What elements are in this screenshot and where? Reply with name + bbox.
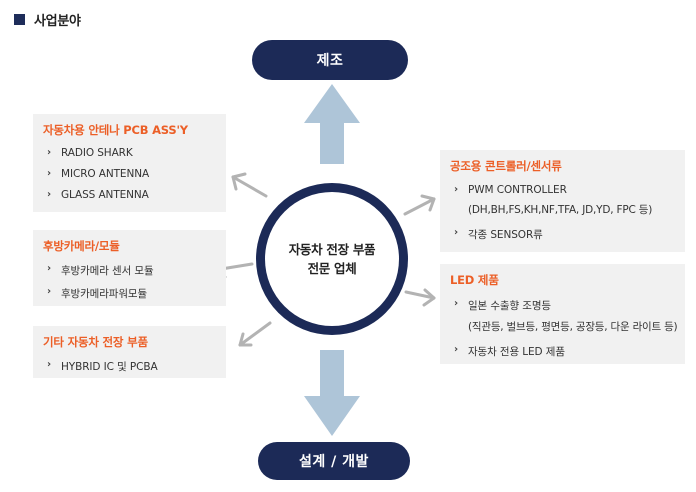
list-item: › 일본 수출향 조명등 xyxy=(450,298,675,313)
list-item-label: 일본 수출향 조명등 xyxy=(468,300,551,312)
list-item: › 자동차 전용 LED 제품 xyxy=(450,344,675,359)
list-item-label: RADIO SHARK xyxy=(61,147,133,159)
arrow-upper-right-icon xyxy=(403,194,436,216)
antenna-box: 자동차용 안테나 PCB ASS'Y › RADIO SHARK › MICRO… xyxy=(33,114,226,212)
center-line-2: 전문 업체 xyxy=(307,261,357,276)
center-inner: 자동차 전장 부품 전문 업체 xyxy=(265,192,399,326)
bullet-icon: › xyxy=(454,344,459,355)
list-item-label: 자동차 전용 LED 제품 xyxy=(468,346,565,358)
arrow-upper-left-icon xyxy=(231,172,268,198)
list-item: › PWM CONTROLLER xyxy=(450,184,675,196)
arrow-right-icon xyxy=(404,288,436,307)
section-header: 사업분야 xyxy=(14,10,81,29)
list-item-label: GLASS ANTENNA xyxy=(61,189,149,201)
bullet-icon: › xyxy=(454,227,459,238)
list-item-label: HYBRID IC 및 PCBA xyxy=(61,361,158,373)
led-box: LED 제품 › 일본 수출향 조명등 (직관등, 벌브등, 평면등, 공장등,… xyxy=(440,264,685,364)
list-item-detail: (직관등, 벌브등, 평면등, 공장등, 다운 라이트 등) xyxy=(468,321,678,333)
list-item: › 각종 SENSOR류 xyxy=(450,227,675,242)
camera-box: 후방카메라/모듈 › 후방카메라 센서 모듈 › 후방카메라파워모듈 xyxy=(33,230,226,306)
list-item: › RADIO SHARK xyxy=(43,147,216,159)
etc-parts-box-title: 기타 자동차 전장 부품 xyxy=(43,335,148,349)
center-line-1: 자동차 전장 부품 xyxy=(288,242,376,257)
list-item: › GLASS ANTENNA xyxy=(43,189,216,201)
section-title: 사업분야 xyxy=(34,13,81,29)
list-item-label: PWM CONTROLLER xyxy=(468,184,567,196)
list-item: › MICRO ANTENNA xyxy=(43,168,216,180)
list-item: › 후방카메라파워모듈 xyxy=(43,286,216,301)
up-arrow-icon xyxy=(304,84,360,164)
bullet-icon: › xyxy=(454,184,459,195)
square-icon xyxy=(14,13,25,25)
list-item: › 후방카메라 센서 모듈 xyxy=(43,263,216,278)
bullet-icon: › xyxy=(47,168,52,179)
list-item-label: MICRO ANTENNA xyxy=(61,168,150,180)
manufacturing-pill: 제조 xyxy=(252,40,408,80)
antenna-box-title: 자동차용 안테나 PCB ASS'Y xyxy=(43,123,188,137)
arrow-lower-left-icon xyxy=(238,321,272,347)
bullet-icon: › xyxy=(47,359,52,370)
bullet-icon: › xyxy=(47,147,52,158)
design-development-label: 설계 / 개발 xyxy=(299,454,369,470)
bullet-icon: › xyxy=(47,286,52,297)
bullet-icon: › xyxy=(47,263,52,274)
down-arrow-icon xyxy=(304,350,360,436)
controller-box-title: 공조용 콘트롤러/센서류 xyxy=(450,159,562,173)
manufacturing-label: 제조 xyxy=(316,53,344,69)
design-development-pill: 설계 / 개발 xyxy=(258,442,410,480)
list-item-detail: (DH,BH,FS,KH,NF,TFA, JD,YD, FPC 등) xyxy=(468,204,653,216)
list-item-label: 후방카메라 센서 모듈 xyxy=(61,265,154,277)
center-circle: 자동차 전장 부품 전문 업체 xyxy=(256,183,408,335)
controller-sensor-box: 공조용 콘트롤러/센서류 › PWM CONTROLLER (DH,BH,FS,… xyxy=(440,150,685,252)
list-item-label: 각종 SENSOR류 xyxy=(468,229,543,241)
bullet-icon: › xyxy=(47,189,52,200)
led-box-title: LED 제품 xyxy=(450,273,499,287)
list-item: › HYBRID IC 및 PCBA xyxy=(43,359,216,374)
list-item-label: 후방카메라파워모듈 xyxy=(61,288,148,300)
etc-parts-box: 기타 자동차 전장 부품 › HYBRID IC 및 PCBA xyxy=(33,326,226,378)
bullet-icon: › xyxy=(454,298,459,309)
camera-box-title: 후방카메라/모듈 xyxy=(43,239,120,253)
